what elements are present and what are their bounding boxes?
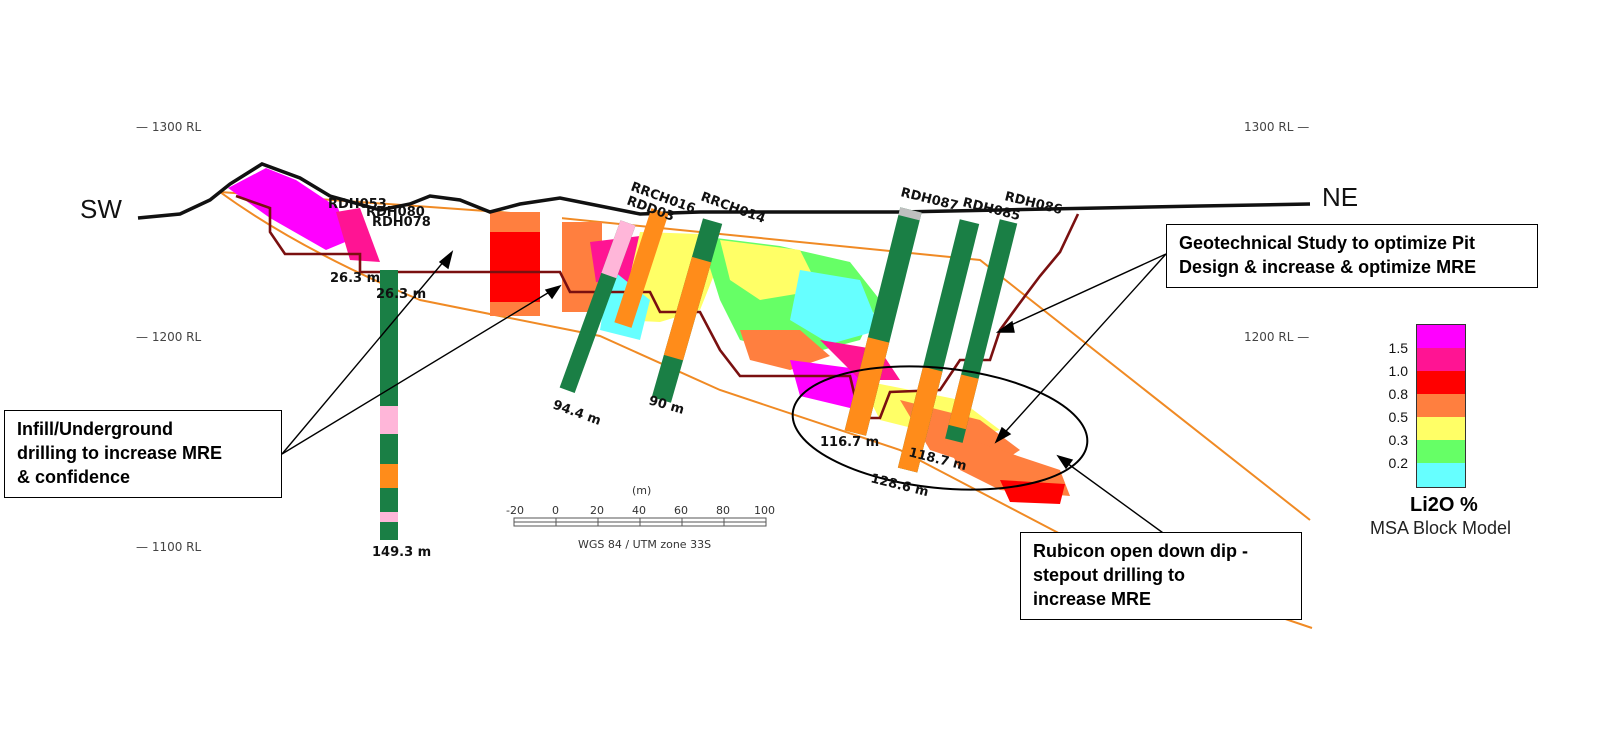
legend-tick-0-8: 0.8 — [1388, 386, 1408, 402]
drill-holes — [380, 207, 1018, 540]
scale-bar: (m) -20 0 20 40 60 80 100 WGS 84 / UTM z… — [506, 484, 775, 551]
legend-swatch-2 — [1417, 371, 1465, 394]
legend-swatch-4 — [1417, 417, 1465, 440]
legend-colorbar — [1416, 324, 1466, 488]
legend-tick-1-0: 1.0 — [1388, 363, 1408, 379]
hole-depth-rdh087: 116.7 m — [820, 435, 879, 450]
callout-arrows — [281, 250, 1171, 539]
rl-label-1300-right: 1300 RL — — [1244, 120, 1310, 134]
hole-label-rdh078: RDH078 — [372, 215, 431, 230]
rl-label-1300-left: — 1300 RL — [136, 120, 202, 134]
hole-depth-rdh078: 149.3 m — [372, 545, 431, 560]
legend-tick-0-2: 0.2 — [1388, 455, 1408, 471]
scale-tick-0: 0 — [552, 504, 559, 517]
pit-design-shell — [235, 194, 1080, 420]
legend-title: Li2O % — [1410, 494, 1478, 516]
hole-depth-rdh053: 26.3 m — [330, 271, 380, 286]
direction-label-ne: NE — [1322, 182, 1359, 212]
topography-line — [137, 162, 1311, 220]
scale-tick-n20: -20 — [506, 504, 524, 517]
hole-depth-rdd03: 94.4 m — [551, 398, 603, 429]
legend-tick-1-5: 1.5 — [1388, 340, 1408, 356]
scale-bar-unit: (m) — [632, 484, 651, 497]
rl-label-1100-left: — 1100 RL — [136, 540, 202, 554]
scale-bar-projection: WGS 84 / UTM zone 33S — [578, 538, 711, 551]
direction-label-sw: SW — [80, 194, 122, 224]
hole-depth-rrch014: 90 m — [647, 393, 686, 417]
legend-swatch-6 — [1417, 463, 1465, 487]
legend-tick-0-3: 0.3 — [1388, 432, 1408, 448]
legend-swatch-3 — [1417, 394, 1465, 417]
callout-geotech-line-1: Geotechnical Study to optimize Pit — [1179, 233, 1476, 253]
callout-rubicon-line-2: stepout drilling to — [1033, 565, 1185, 585]
hole-depth-rdh085: 128.6 m — [869, 471, 930, 500]
scale-tick-40: 40 — [632, 504, 646, 517]
callout-rubicon: Rubicon open down dip - stepout drilling… — [1020, 532, 1302, 620]
callout-geotech: Geotechnical Study to optimize Pit Desig… — [1166, 224, 1538, 288]
legend-swatch-5 — [1417, 440, 1465, 463]
callout-rubicon-line-3: increase MRE — [1033, 589, 1152, 609]
scale-tick-100: 100 — [754, 504, 775, 517]
scale-tick-20: 20 — [590, 504, 604, 517]
callout-infill: Infill/Underground drilling to increase … — [4, 410, 282, 498]
legend-tick-0-5: 0.5 — [1388, 409, 1408, 425]
hole-depth-rdh080: 26.3 m — [376, 287, 426, 302]
callout-infill-line-3: & confidence — [17, 467, 131, 487]
callout-infill-line-1: Infill/Underground — [17, 419, 173, 439]
hole-label-rdh080: RDH080 — [366, 205, 425, 220]
rl-label-1200-right: 1200 RL — — [1244, 330, 1310, 344]
callout-rubicon-line-1: Rubicon open down dip - — [1033, 541, 1248, 561]
legend-subtitle: MSA Block Model — [1370, 518, 1512, 538]
rubicon-ellipse — [791, 365, 1089, 491]
legend-swatch-1 — [1417, 348, 1465, 371]
rl-label-1200-left: — 1200 RL — [136, 330, 202, 344]
callout-infill-line-2: drilling to increase MRE — [17, 443, 223, 463]
scale-tick-60: 60 — [674, 504, 688, 517]
legend-swatch-0 — [1417, 325, 1465, 348]
scale-tick-80: 80 — [716, 504, 730, 517]
callout-geotech-line-2: Design & increase & optimize MRE — [1179, 257, 1477, 277]
hole-label-rdh053: RDH053 — [328, 197, 387, 212]
